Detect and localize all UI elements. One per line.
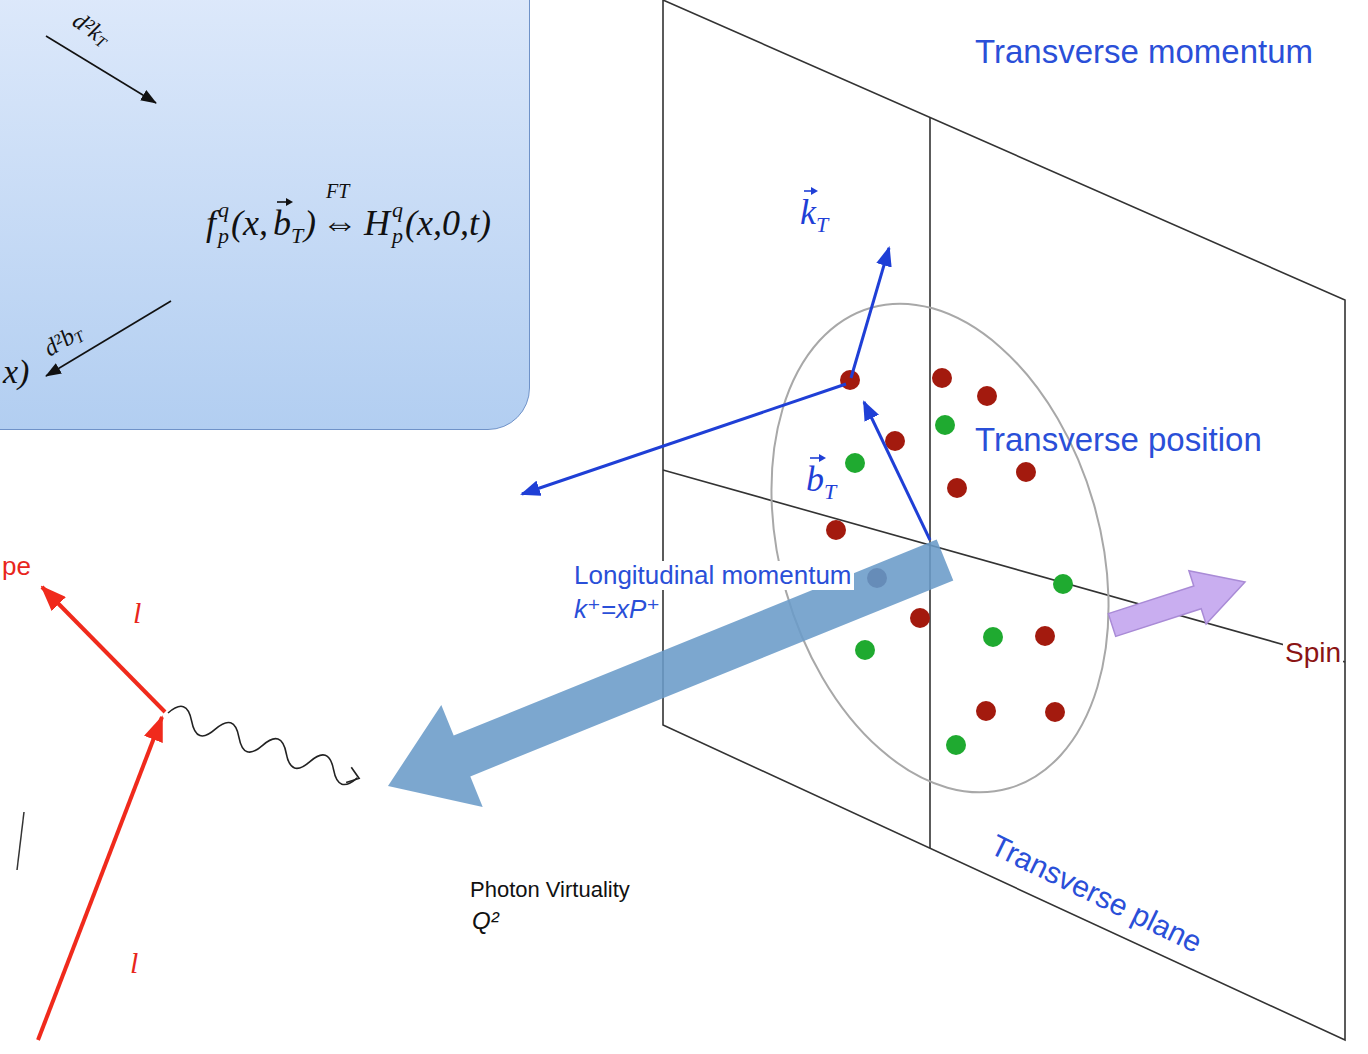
lepton-lines (42, 587, 165, 712)
vector-subscript: T (816, 213, 828, 237)
photon-line (164, 703, 362, 789)
vector-arrows (851, 248, 889, 378)
vector-subscript: T (824, 480, 836, 504)
spin-label: Spin (1283, 638, 1343, 669)
parton-dots (855, 640, 875, 660)
formula-superscript: q (392, 198, 403, 222)
formula-symbol: (x, (231, 204, 268, 244)
formula-symbol: b (273, 204, 291, 244)
cropped-stroke (17, 812, 24, 870)
lepton-lines (38, 717, 162, 1040)
formula-subscript: p (218, 224, 229, 248)
vector-arrows (522, 384, 846, 494)
plane-label: Transverse plane (986, 828, 1208, 959)
parton-dots (932, 368, 952, 388)
parton-dots (946, 735, 966, 755)
transform-label: FT (326, 180, 349, 202)
parton-dots (1053, 574, 1073, 594)
vector-symbol: b (806, 460, 824, 500)
lepton-label: l (133, 596, 141, 629)
photon-line (346, 767, 362, 786)
vector-symbol: k (800, 193, 816, 233)
formula-symbol: ) (304, 204, 316, 244)
photon-line (164, 703, 360, 789)
parton-dots (977, 386, 997, 406)
parton-dots (983, 627, 1003, 647)
parton-dots (826, 520, 846, 540)
parton-dots (840, 370, 860, 390)
formula-symbol: x) (3, 353, 29, 390)
cropped-label: pe (2, 552, 31, 581)
parton-dots (1045, 702, 1065, 722)
formula-panel: d²kTfqp(x,bT)FT⇔Hqp(x,0,t)d²bTx) (0, 0, 530, 430)
transverse-plane (663, 0, 1345, 1040)
formula-subscript: p (392, 224, 403, 248)
lepton-label: l (130, 946, 138, 979)
lepton-lines (38, 587, 165, 1040)
longitudinal-arrow (388, 540, 953, 807)
transverse-plane (663, 0, 1345, 1040)
parton-dots (1016, 462, 1036, 482)
transverse-plane (929, 117, 931, 848)
axis-label: Transverse position (975, 422, 1262, 458)
parton-dots (910, 608, 930, 628)
formula-subscript: T (291, 224, 303, 248)
photon-label: Photon Virtuality (470, 878, 630, 902)
parton-dots (885, 431, 905, 451)
formula-label: Q² (472, 908, 499, 934)
formula-symbol: f (206, 204, 216, 244)
parton-dots (947, 478, 967, 498)
formula-label: k⁺=xP⁺ (572, 595, 662, 624)
axis-label: Longitudinal momentum (572, 561, 854, 590)
formula-symbol: H (364, 204, 390, 244)
parton-dots (976, 701, 996, 721)
parton-dots (1035, 626, 1055, 646)
axis-label: Transverse momentum (975, 34, 1313, 70)
integration-label: d²b (39, 323, 79, 362)
spin-arrow (1108, 571, 1245, 637)
vector-arrows (864, 402, 930, 540)
parton-dots (935, 415, 955, 435)
parton-dots (845, 453, 865, 473)
formula-symbol: (x,0,t) (405, 204, 491, 244)
equivalence-symbol: ⇔ (322, 204, 358, 244)
vector-arrows (522, 248, 930, 540)
formula-superscript: q (218, 198, 229, 222)
